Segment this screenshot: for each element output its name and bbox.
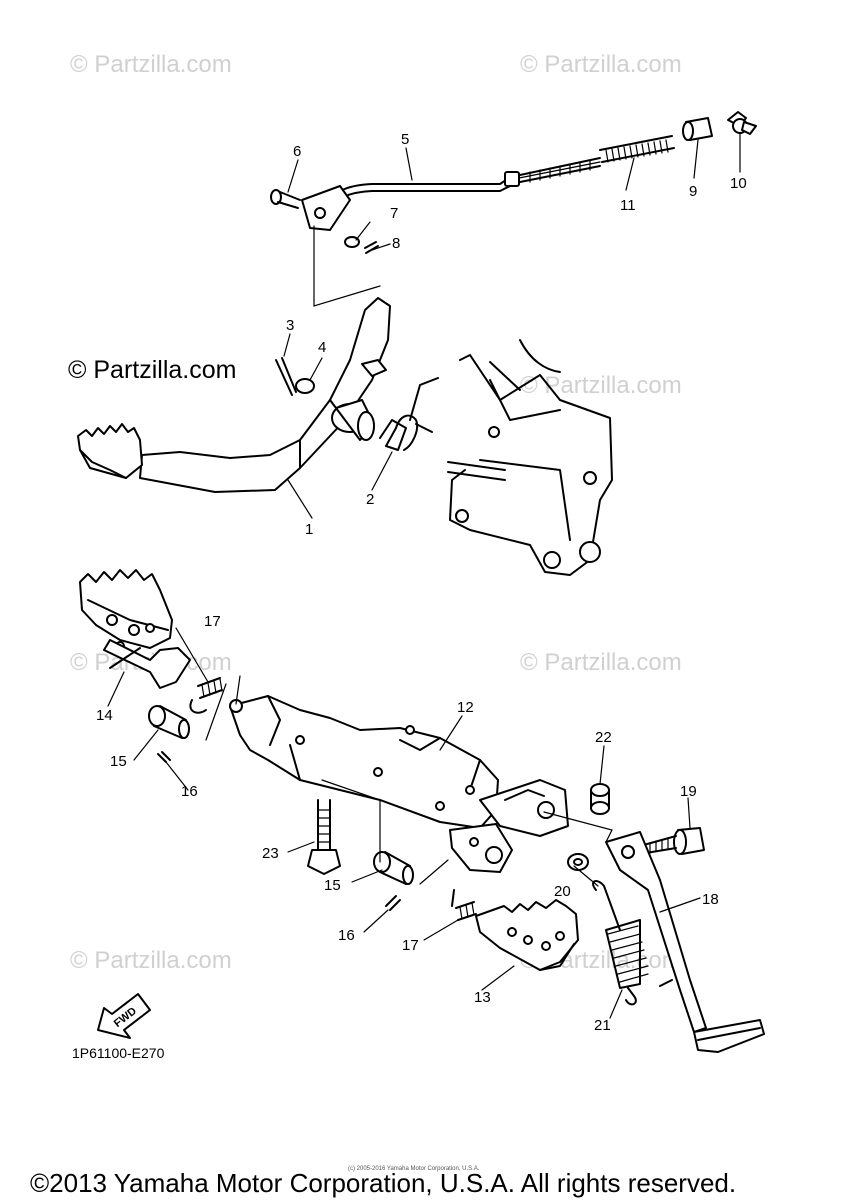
footer-copyright: ©2013 Yamaha Motor Corporation, U.S.A. A… <box>30 1168 736 1198</box>
watermark-mid-right: © Partzilla.com <box>520 372 682 399</box>
washer-4 <box>295 378 315 394</box>
label-15-top: 15 <box>110 753 127 770</box>
label-21: 21 <box>594 1017 611 1034</box>
wing-nut-10 <box>727 111 757 135</box>
label-16-bottom: 16 <box>338 927 355 944</box>
spring-17-bottom <box>451 889 477 921</box>
watermark-top-right: © Partzilla.com <box>520 51 682 78</box>
pin-15-top <box>148 705 190 739</box>
label-22: 22 <box>595 729 612 746</box>
return-spring-2 <box>379 377 439 451</box>
label-3: 3 <box>286 317 294 334</box>
small-copyright: (c) 2005-2016 Yamaha Motor Corporation, … <box>348 1166 480 1172</box>
footrest-bracket-12 <box>229 695 569 873</box>
pin-6 <box>270 189 301 209</box>
label-1: 1 <box>305 521 313 538</box>
label-11: 11 <box>620 197 636 214</box>
frame-bracket <box>447 339 613 576</box>
diagram-code: 1P61100-E270 <box>72 1045 165 1061</box>
label-10: 10 <box>730 175 747 192</box>
label-13: 13 <box>474 989 491 1006</box>
cable-thread <box>529 159 591 183</box>
label-15-bottom: 15 <box>324 877 341 894</box>
collar-20 <box>567 853 589 871</box>
cotter-16-bottom <box>385 895 401 911</box>
watermark-top-left: © Partzilla.com <box>70 51 232 78</box>
spring-11 <box>599 135 675 163</box>
watermark-mid-right-2: © Partzilla.com <box>520 649 682 676</box>
label-17-top: 17 <box>204 613 221 630</box>
label-23: 23 <box>262 845 279 862</box>
watermarks: © Partzilla.com © Partzilla.com © Partzi… <box>68 51 682 974</box>
footrest-14 <box>79 569 191 689</box>
label-5: 5 <box>401 131 409 148</box>
label-19: 19 <box>680 783 697 800</box>
label-7: 7 <box>390 205 398 222</box>
washer-7 <box>344 236 360 248</box>
label-16-top: 16 <box>181 783 198 800</box>
bushing-22 <box>590 783 610 815</box>
label-4: 4 <box>318 339 326 356</box>
brake-cable <box>301 157 601 231</box>
watermark-dark: © Partzilla.com <box>68 356 236 384</box>
spring-17-top <box>189 677 223 714</box>
label-2: 2 <box>366 491 374 508</box>
cotter-pin-3 <box>275 357 297 396</box>
leader-lines <box>107 133 741 1019</box>
label-9: 9 <box>689 183 697 200</box>
label-6: 6 <box>293 143 301 160</box>
fwd-arrow: FWD <box>97 993 151 1039</box>
label-20: 20 <box>554 883 571 900</box>
sidestand-18 <box>605 831 765 1053</box>
spring-21 <box>592 880 649 1006</box>
label-14: 14 <box>96 707 113 724</box>
footrest-13 <box>475 899 579 971</box>
bolt-19 <box>639 827 705 855</box>
brake-pedal <box>77 297 391 493</box>
part-labels: 6 5 7 8 11 9 10 3 4 1 2 17 14 15 16 12 2… <box>96 131 747 1034</box>
cotter-pin-8 <box>364 241 379 254</box>
bolt-23 <box>307 799 341 875</box>
label-18: 18 <box>702 891 719 908</box>
label-12: 12 <box>457 699 474 716</box>
watermark-bottom-left: © Partzilla.com <box>70 947 232 974</box>
label-8: 8 <box>392 235 400 252</box>
pin-15-bottom <box>373 851 414 885</box>
joint-9 <box>682 117 713 141</box>
label-17-bottom: 17 <box>402 937 419 954</box>
cotter-16-top <box>157 751 171 763</box>
